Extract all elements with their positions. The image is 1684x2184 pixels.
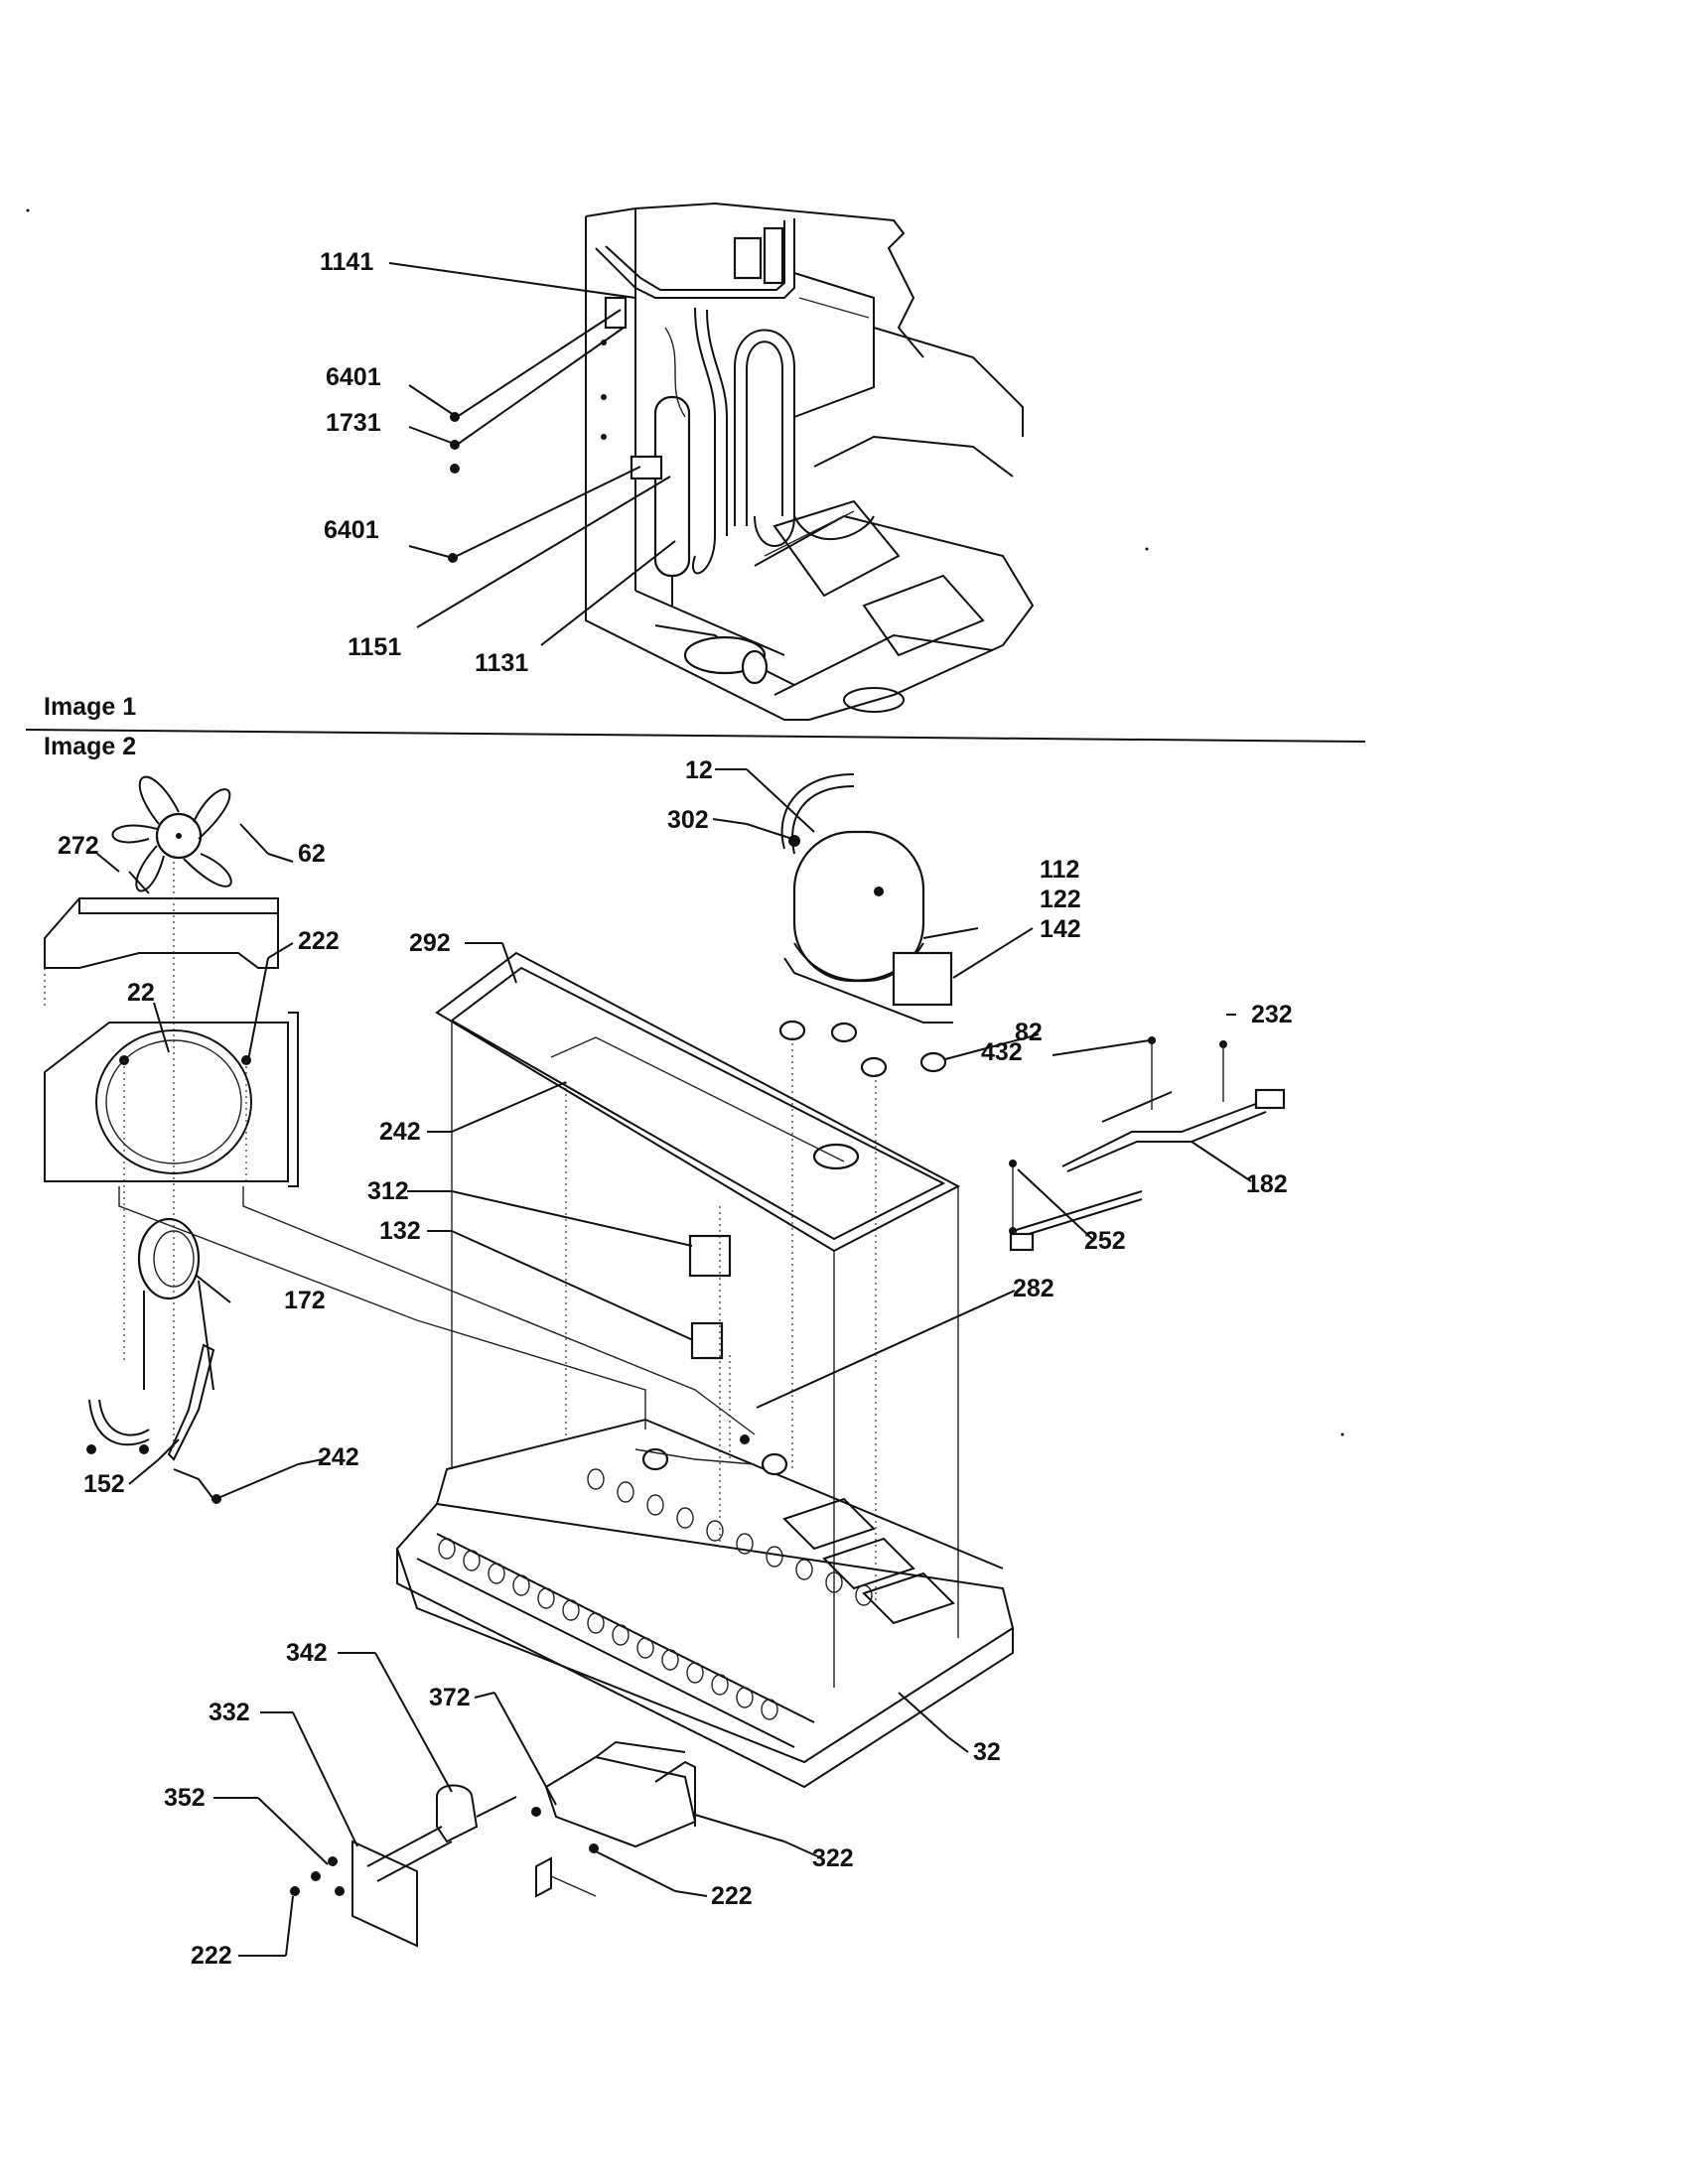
callout-132: 132 (379, 1217, 421, 1245)
callout-222: 222 (298, 927, 340, 955)
callout-372: 372 (429, 1684, 471, 1711)
callout-1731: 1731 (326, 409, 381, 437)
callout-152: 152 (83, 1470, 125, 1498)
compressor (780, 773, 979, 1024)
callout-6401: 6401 (326, 363, 381, 391)
callout-82: 82 (1015, 1019, 1043, 1046)
defrost-timer (688, 1234, 732, 1278)
grommets (778, 1020, 947, 1608)
callout-282: 282 (1013, 1275, 1054, 1302)
callout-12: 12 (685, 756, 713, 784)
image1-labels: 1141 6401 1731 6401 1151 1131 (320, 248, 528, 677)
wiring-harness (1009, 1036, 1286, 1252)
callout-1151: 1151 (348, 633, 401, 661)
callout-342: 342 (286, 1639, 328, 1667)
damper-control (290, 1740, 697, 1948)
evaporator-cover (435, 951, 961, 1688)
callout-222: 222 (711, 1882, 753, 1910)
callout-1131: 1131 (475, 649, 528, 677)
callout-62: 62 (298, 840, 326, 868)
callout-252: 252 (1084, 1227, 1126, 1255)
section-label-image1: Image 1 (44, 693, 136, 721)
section-divider (25, 729, 1366, 743)
callout-352: 352 (164, 1784, 206, 1812)
callout-222: 222 (191, 1942, 232, 1970)
evaporator-pan (395, 1418, 1015, 1789)
callout-142: 142 (1040, 915, 1081, 943)
callout-432: 432 (981, 1038, 1023, 1066)
callout-332: 332 (209, 1699, 250, 1726)
callout-292: 292 (409, 929, 451, 957)
image1-leaders (388, 262, 676, 646)
callout-302: 302 (667, 806, 709, 834)
fan-bracket (44, 1012, 299, 1187)
callout-272: 272 (58, 832, 99, 860)
callout-6401: 6401 (324, 516, 379, 544)
callout-322: 322 (812, 1844, 854, 1872)
section-label-image2: Image 2 (44, 733, 136, 760)
callout-182: 182 (1246, 1170, 1288, 1198)
fan-cover (44, 897, 279, 1008)
image1-assembly (448, 202, 1035, 721)
callout-172: 172 (284, 1287, 326, 1314)
callout-32: 32 (973, 1738, 1001, 1766)
callout-22: 22 (127, 979, 155, 1007)
image2-leaders (96, 768, 1252, 1957)
callout-122: 122 (1040, 886, 1081, 913)
fan-blade (111, 775, 232, 892)
defrost-thermostat (690, 1321, 724, 1360)
callout-312: 312 (367, 1177, 409, 1205)
callout-242: 242 (379, 1118, 421, 1146)
motor-bracket (86, 1343, 221, 1504)
callout-1141: 1141 (320, 248, 373, 276)
fan-motor (137, 1217, 214, 1391)
callout-112: 112 (1040, 856, 1079, 884)
callout-242: 242 (318, 1443, 359, 1471)
callout-232: 232 (1251, 1001, 1293, 1028)
image2-labels: 12 302 112 122 142 292 432 232 82 242 31… (58, 756, 1293, 1970)
